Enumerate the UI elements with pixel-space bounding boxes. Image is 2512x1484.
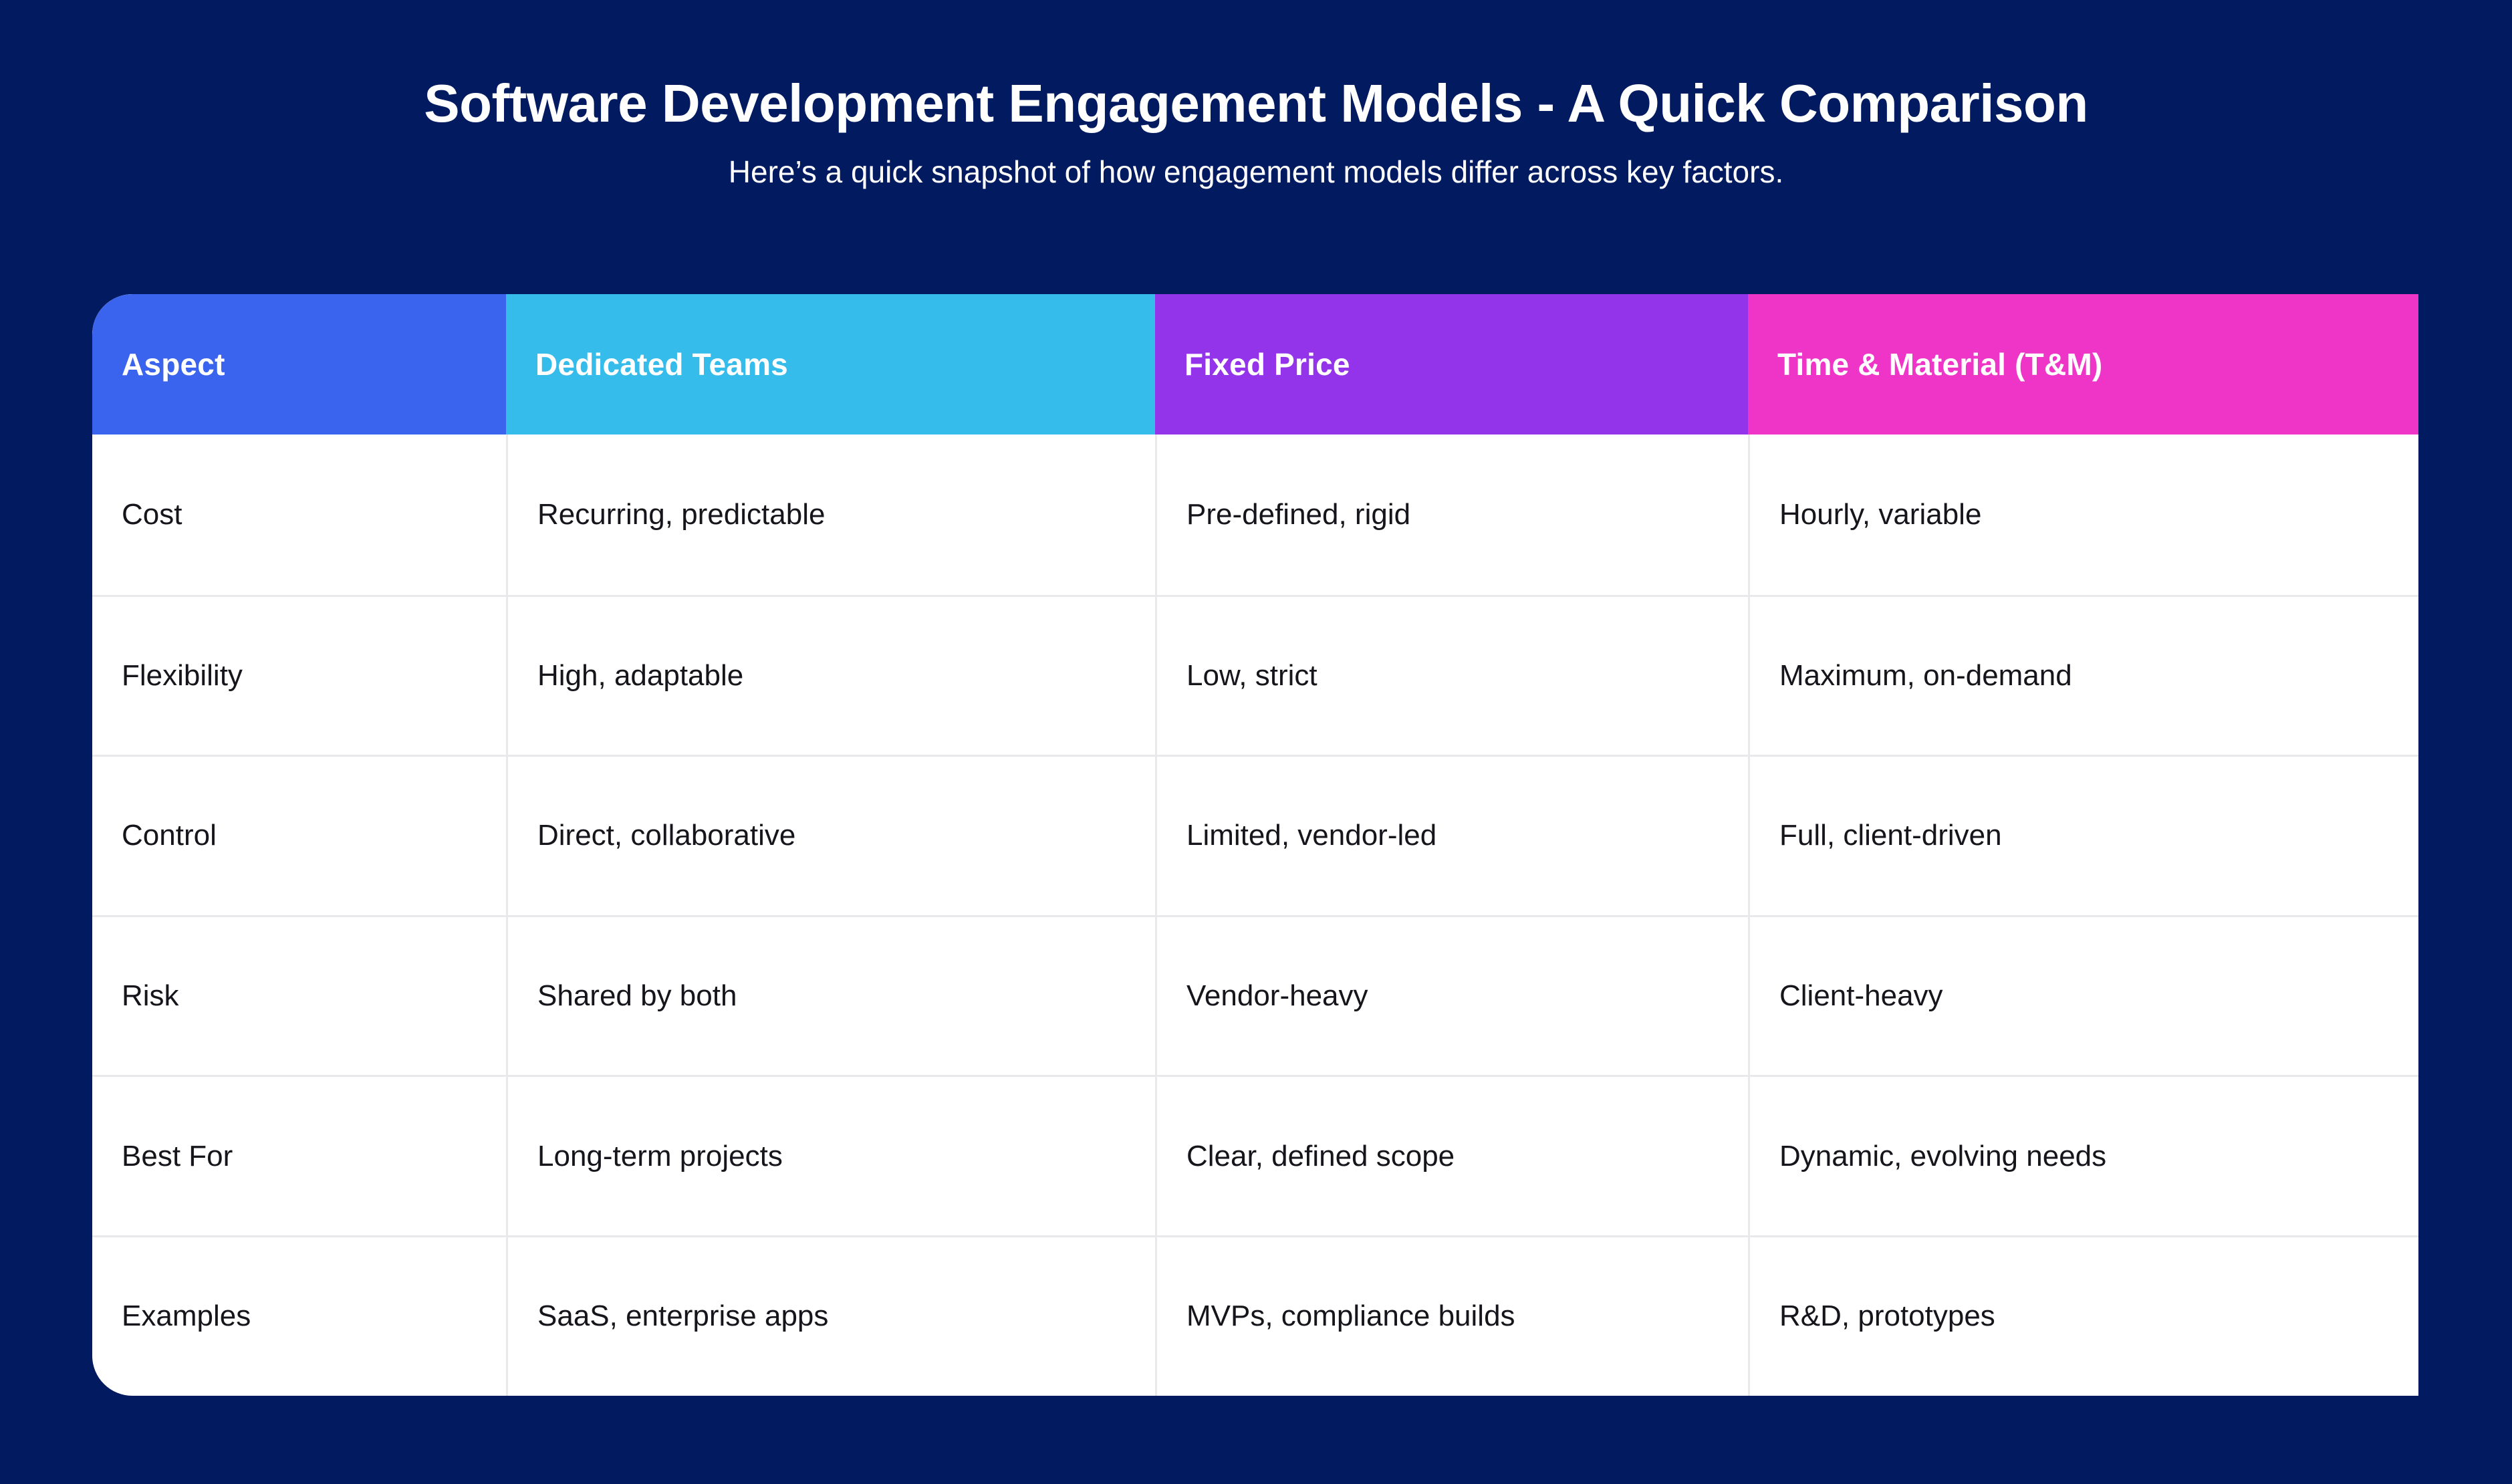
comparison-table-card: Aspect Dedicated Teams Fixed Price Time … (92, 294, 2418, 1396)
cell-cost-fixed-price: Pre-defined, rigid (1155, 435, 1748, 595)
table-row: Flexibility High, adaptable Low, strict … (92, 594, 2418, 755)
cell-control-fixed-price: Limited, vendor-led (1155, 757, 1748, 915)
cell-cost-time-and-material: Hourly, variable (1748, 435, 2418, 595)
cell-risk-fixed-price: Vendor-heavy (1155, 916, 1748, 1076)
table-row: Cost Recurring, predictable Pre-defined,… (92, 435, 2418, 595)
cell-risk-dedicated-teams: Shared by both (506, 916, 1155, 1076)
page-title: Software Development Engagement Models -… (424, 74, 2088, 133)
cell-flexibility-dedicated-teams: High, adaptable (506, 596, 1155, 755)
row-label-flexibility: Flexibility (122, 658, 243, 692)
row-label-control: Control (122, 819, 217, 852)
cell-examples-dedicated-teams: SaaS, enterprise apps (506, 1237, 1155, 1396)
cell-examples-fixed-price: MVPs, compliance builds (1155, 1237, 1748, 1396)
column-header-aspect: Aspect (92, 294, 506, 435)
cell-best-for-dedicated-teams: Long-term projects (506, 1077, 1155, 1235)
table-row: Examples SaaS, enterprise apps MVPs, com… (92, 1235, 2418, 1396)
row-label-examples: Examples (122, 1300, 251, 1333)
table-header-row: Aspect Dedicated Teams Fixed Price Time … (92, 294, 2418, 435)
cell-control-time-and-material: Full, client-driven (1748, 757, 2418, 915)
cell-best-for-time-and-material: Dynamic, evolving needs (1748, 1077, 2418, 1235)
table-row: Best For Long-term projects Clear, defin… (92, 1075, 2418, 1235)
row-label-best-for: Best For (122, 1139, 233, 1172)
table-row: Risk Shared by both Vendor-heavy Client-… (92, 914, 2418, 1076)
cell-flexibility-fixed-price: Low, strict (1155, 596, 1748, 755)
page-subtitle: Here’s a quick snapshot of how engagemen… (728, 154, 1784, 189)
cell-risk-time-and-material: Client-heavy (1748, 916, 2418, 1076)
cell-flexibility-time-and-material: Maximum, on-demand (1748, 596, 2418, 755)
cell-examples-time-and-material: R&D, prototypes (1748, 1237, 2418, 1396)
comparison-table: Aspect Dedicated Teams Fixed Price Time … (92, 294, 2418, 1396)
cell-cost-dedicated-teams: Recurring, predictable (506, 435, 1155, 595)
column-header-time-and-material: Time & Material (T&M) (1748, 294, 2418, 435)
cell-best-for-fixed-price: Clear, defined scope (1155, 1077, 1748, 1235)
column-header-dedicated-teams: Dedicated Teams (506, 294, 1155, 435)
row-label-cost: Cost (122, 497, 182, 531)
cell-control-dedicated-teams: Direct, collaborative (506, 757, 1155, 915)
row-label-risk: Risk (122, 979, 179, 1013)
column-header-fixed-price: Fixed Price (1155, 294, 1748, 435)
table-row: Control Direct, collaborative Limited, v… (92, 755, 2418, 915)
heading-block: Software Development Engagement Models -… (0, 74, 2512, 191)
